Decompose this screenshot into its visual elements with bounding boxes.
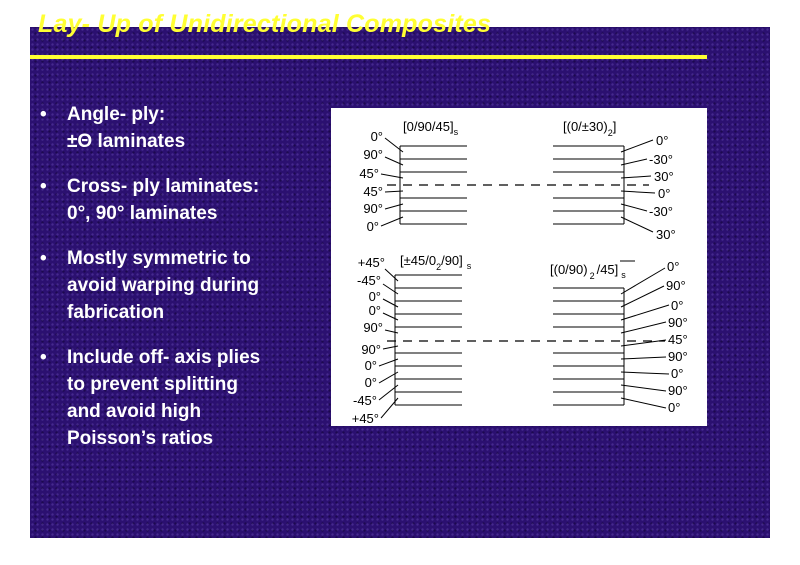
bullet-text-line: to prevent splitting: [67, 374, 238, 395]
leader-line: [382, 283, 399, 295]
ply-label: 0°: [369, 303, 381, 318]
bullet-text-line: Cross- ply laminates:: [67, 176, 260, 197]
ply-label: 0°: [369, 289, 381, 304]
bullet-text-line: fabrication: [67, 302, 165, 323]
ply-label: +45°: [352, 411, 379, 426]
leader-line: [382, 298, 399, 308]
bullet-dot-icon: •: [40, 104, 47, 125]
ply-label: 90°: [363, 320, 383, 335]
ply-label: +45°: [358, 255, 385, 270]
ply-label: -45°: [353, 393, 377, 408]
stack-0-90-2-45-s: [(0/90)2/45]s 0° 90° 0° 90° 45° 90° 0° 9…: [550, 259, 688, 415]
bullet-item: • Cross- ply laminates: 0°, 90° laminates: [40, 173, 330, 227]
title-underline: [30, 55, 707, 59]
bullet-text-line: 0°, 90° laminates: [67, 203, 218, 224]
ply-label: 45°: [363, 184, 383, 199]
stack-code-label: [±45/02/90]s: [400, 253, 472, 272]
ply-label: 45°: [359, 166, 379, 181]
stack-0-pm30-2: [(0/±30)2] 0° -30° 30° 0° -30° 30°: [553, 119, 676, 242]
ply-label: -30°: [649, 152, 673, 167]
bullet-dot-icon: •: [40, 347, 47, 368]
leader-line: [384, 190, 404, 193]
ply-label: 90°: [666, 278, 686, 293]
leader-line: [620, 203, 648, 212]
ply-label: 30°: [656, 227, 676, 242]
leader-line: [378, 358, 399, 367]
ply-label: 90°: [668, 349, 688, 364]
ply-label: 0°: [365, 358, 377, 373]
leader-line: [380, 216, 404, 227]
stack-code-label: [(0/±30)2]: [563, 119, 616, 138]
bullet-text-line: Angle- ply:: [67, 104, 166, 125]
bullet-text-line: Poisson’s ratios: [67, 428, 214, 449]
ply-label: 45°: [668, 332, 688, 347]
ply-label: 0°: [371, 129, 383, 144]
ply-label: 0°: [656, 133, 668, 148]
leader-line: [382, 312, 399, 321]
leader-line: [384, 203, 404, 210]
bullet-text-line: ±Θ laminates: [67, 131, 186, 152]
leader-line: [620, 158, 648, 166]
ply-label: 0°: [671, 366, 683, 381]
ply-label: 90°: [668, 383, 688, 398]
ply-label: 0°: [365, 375, 377, 390]
leader-line: [620, 339, 667, 347]
laminate-diagram: [0/90/45]s 0° 90° 45° 45° 90° 0°: [352, 119, 688, 426]
bullet-text-line: and avoid high: [67, 401, 202, 422]
leader-line: [384, 329, 399, 334]
bullet-list: • Angle- ply: ±Θ laminates • Cross- ply lami…: [40, 101, 330, 470]
slide-title: Lay- Up of Unidirectional Composites: [38, 10, 492, 38]
stack-0-90-45-s: [0/90/45]s 0° 90° 45° 45° 90° 0°: [359, 119, 467, 234]
leader-line: [620, 139, 654, 153]
laminate-stacking-figure: [0/90/45]s 0° 90° 45° 45° 90° 0°: [331, 108, 707, 426]
bullet-item: • Mostly symmetric to avoid warping during…: [40, 245, 330, 326]
leader-line: [620, 321, 667, 334]
ply-label: 90°: [668, 315, 688, 330]
ply-label: 0°: [671, 298, 683, 313]
leader-line: [378, 371, 399, 384]
leader-line: [620, 175, 652, 179]
leader-line: [620, 216, 654, 233]
ply-labels: +45° -45° 0° 0° 90° 90° 0° 0° -45° +45°: [352, 255, 385, 426]
bullet-text-line: avoid warping during: [67, 275, 260, 296]
ply-labels: 0° 90° 45° 45° 90° 0°: [359, 129, 383, 234]
leader-line: [384, 137, 404, 153]
ply-label: 90°: [363, 201, 383, 216]
bullet-dot-icon: •: [40, 176, 47, 197]
ply-label: -30°: [649, 204, 673, 219]
leader-line: [620, 190, 656, 194]
ply-label: -45°: [357, 273, 381, 288]
leader-line: [620, 267, 666, 295]
stack-code-label: [(0/90)2/45]s: [550, 262, 626, 281]
stack-code-label: [0/90/45]s: [403, 119, 459, 137]
leader-line: [620, 397, 667, 409]
stack-pm45-02-90-s: [±45/02/90]s +45° -45° 0° 0° 90° 90° 0° …: [352, 253, 472, 426]
leader-line: [382, 345, 399, 350]
ply-label: 0°: [367, 219, 379, 234]
leader-line: [620, 304, 670, 321]
ply-label: 90°: [361, 342, 381, 357]
leader-line: [384, 268, 399, 282]
ply-label: 0°: [668, 400, 680, 415]
leader-line: [620, 285, 665, 308]
leader-line: [380, 173, 404, 179]
ply-label: 30°: [654, 169, 674, 184]
bullet-text-line: Include off- axis plies: [67, 347, 261, 368]
leader-line: [384, 156, 404, 166]
ply-label: 0°: [658, 186, 670, 201]
bullet-item: • Include off- axis plies to prevent split…: [40, 344, 330, 452]
leader-line: [380, 397, 399, 419]
bullet-dot-icon: •: [40, 248, 47, 269]
ply-labels: 0° 90° 0° 90° 45° 90° 0° 90° 0°: [666, 259, 688, 415]
ply-labels: 0° -30° 30° 0° -30° 30°: [649, 133, 676, 242]
leader-line: [620, 384, 667, 392]
leader-line: [378, 384, 399, 401]
ply-label: 0°: [667, 259, 679, 274]
bullet-item: • Angle- ply: ±Θ laminates: [40, 101, 330, 155]
bullet-text-line: Mostly symmetric to: [67, 248, 251, 269]
leader-line: [620, 356, 667, 360]
leader-line: [620, 371, 670, 375]
ply-label: 90°: [363, 147, 383, 162]
